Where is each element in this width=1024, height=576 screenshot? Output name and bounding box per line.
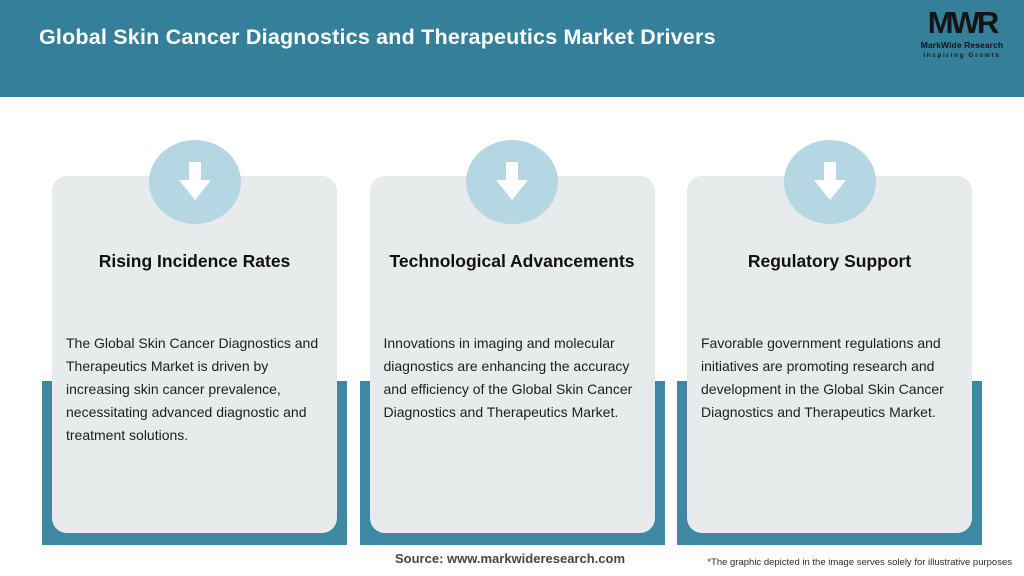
driver-card-rising-incidence: Rising Incidence Rates The Global Skin C…: [42, 140, 347, 545]
card-description: The Global Skin Cancer Diagnostics and T…: [66, 335, 319, 443]
disclaimer-text: *The graphic depicted in the image serve…: [707, 557, 1012, 568]
mwr-monogram-icon: MWR: [927, 5, 999, 40]
card-title: Regulatory Support: [747, 251, 912, 271]
card-panel: Regulatory Support Favorable government …: [687, 176, 972, 533]
driver-card-technological-advancements: Technological Advancements Innovations i…: [359, 140, 665, 545]
card-title: Rising Incidence Rates: [98, 251, 291, 271]
logo-name: MarkWide Research: [920, 40, 1004, 50]
source-text: Source: www.markwideresearch.com: [395, 551, 626, 566]
card-panel: Technological Advancements Innovations i…: [369, 176, 655, 533]
driver-cards-row: Rising Incidence Rates The Global Skin C…: [42, 140, 982, 545]
logo-tagline: Inspiring Growth: [923, 52, 1001, 59]
down-arrow-icon: [466, 140, 558, 224]
down-arrow-icon: [783, 140, 876, 224]
down-arrow-icon: [148, 140, 241, 224]
markwide-logo: MWR MarkWide Research Inspiring Growth: [919, 5, 1005, 60]
card-title: Technological Advancements: [389, 251, 635, 271]
driver-card-regulatory-support: Regulatory Support Favorable government …: [677, 140, 982, 545]
card-description: Innovations in imaging and molecular dia…: [383, 335, 633, 420]
card-description: Favorable government regulations and ini…: [701, 335, 944, 420]
card-panel: Rising Incidence Rates The Global Skin C…: [52, 176, 337, 533]
header-banner: Global Skin Cancer Diagnostics and Thera…: [0, 0, 1024, 97]
page-title: Global Skin Cancer Diagnostics and Thera…: [39, 25, 716, 49]
